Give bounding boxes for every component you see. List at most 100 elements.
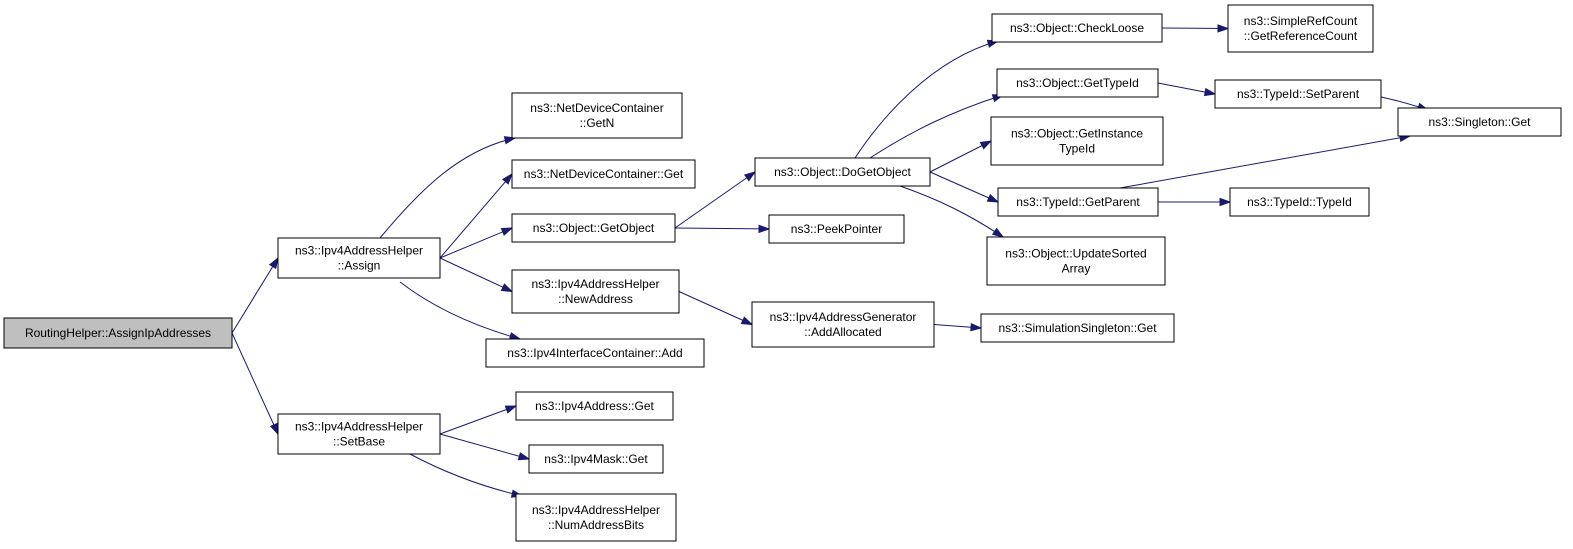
node-label: ns3::Object::GetTypeId [1016,76,1139,90]
graph-node[interactable]: ns3::NetDeviceContainer::Get [511,159,696,189]
graph-node[interactable]: ns3::Object::GetTypeId [996,68,1159,98]
arrow-head-icon [500,283,514,293]
node-label: ::AddAllocated [804,325,881,339]
node-label: ::SetBase [333,435,385,449]
graph-node[interactable]: RoutingHelper::AssignIpAddresses [3,317,233,349]
node-label: ::Assign [338,259,381,273]
node-box [991,13,1163,43]
node-label: ns3::Singleton::Get [1428,115,1531,129]
graph-edge [231,332,279,436]
graph-edge [674,224,771,234]
edge-line [399,281,521,340]
graph-node[interactable]: ns3::Ipv4AddressHelper::NewAddress [511,269,680,314]
graph-node[interactable]: ns3::NetDeviceContainer::GetN [511,92,683,139]
edge-line [899,185,1004,238]
node-box [528,444,664,474]
node-label: ns3::SimpleRefCount [1244,14,1358,28]
node-box [990,116,1164,166]
arrow-head-icon [991,227,1005,238]
graph-node[interactable]: ns3::Object::CheckLoose [991,13,1163,43]
arrow-head-icon [740,316,754,326]
arrow-head-icon [970,323,983,332]
node-label: RoutingHelper::AssignIpAddresses [25,326,211,340]
arrow-head-icon [1219,197,1232,207]
arrow-head-icon [1203,87,1217,97]
node-label: ns3::NetDeviceContainer [530,101,663,115]
node-box [1227,4,1374,53]
graph-edge [929,171,1000,203]
graph-node[interactable]: ns3::SimpleRefCount::GetReferenceCount [1227,4,1374,53]
graph-node[interactable]: ns3::PeekPointer [768,214,905,244]
node-box [485,338,705,368]
graph-node[interactable]: ns3::SimulationSingleton::Get [980,313,1175,343]
node-label: ns3::Object::GetObject [533,221,655,235]
node-label: ::GetReferenceCount [1244,29,1358,43]
node-box [277,237,441,279]
edge-line [231,332,279,435]
edge-line [929,140,992,173]
node-box [980,313,1175,343]
node-label: ::GetN [580,116,615,130]
edge-line [439,227,513,259]
node-label: ns3::SimulationSingleton::Get [998,321,1157,335]
edge-line [231,257,279,334]
edge-line [439,405,517,435]
node-box [986,236,1166,286]
arrow-head-icon [758,224,771,234]
node-box [277,413,441,455]
node-label: ::NewAddress [558,292,633,306]
node-label: ns3::Ipv4InterfaceContainer::Add [507,346,682,360]
graph-node[interactable]: ns3::Object::GetObject [511,213,676,243]
node-box [515,493,677,542]
edge-line [1119,135,1411,189]
graph-edge [231,256,279,334]
node-label: ns3::PeekPointer [791,222,882,236]
graph-node[interactable]: ns3::Ipv4AddressHelper::NumAddressBits [515,493,677,542]
node-box [511,92,683,139]
graph-node[interactable]: ns3::Ipv4Mask::Get [528,444,664,474]
arrow-head-icon [979,140,993,150]
node-label: ns3::Ipv4AddressHelper [295,244,423,258]
node-box [996,68,1159,98]
node-label: ns3::Object::DoGetObject [774,165,911,179]
graph-node[interactable]: ns3::Ipv4AddressHelper::SetBase [277,413,441,455]
edge-line [854,40,999,159]
graph-node[interactable]: ns3::TypeId::GetParent [997,187,1159,217]
arrow-head-icon [743,171,757,182]
edge-line [439,257,513,292]
arrow-head-icon [269,422,279,436]
node-label: ns3::Ipv4AddressHelper [295,420,423,434]
graph-node[interactable]: ns3::Ipv4AddressGenerator::AddAllocated [751,301,935,348]
node-label: ns3::Ipv4Mask::Get [544,452,648,466]
arrow-head-icon [986,193,1000,203]
node-box [515,391,674,421]
node-box [1214,79,1382,109]
node-box [511,213,676,243]
graph-edge [439,405,518,435]
node-box [751,301,935,348]
node-box [511,269,680,314]
graph-node[interactable]: ns3::Ipv4Address::Get [515,391,674,421]
arrow-head-icon [504,405,518,414]
edge-line [869,94,1004,159]
graph-node[interactable]: ns3::Ipv4InterfaceContainer::Add [485,338,705,368]
edge-line [678,291,753,325]
edge-line [379,137,516,239]
node-box [768,214,905,244]
edge-line [1161,27,1229,29]
graph-node[interactable]: ns3::Singleton::Get [1397,107,1562,137]
edge-line [409,453,523,497]
node-label: ns3::TypeId::GetParent [1016,195,1140,209]
graph-edge [933,323,983,332]
graph-node[interactable]: ns3::TypeId::SetParent [1214,79,1382,109]
graph-node[interactable]: ns3::Object::DoGetObject [754,157,931,187]
graph-node[interactable]: ns3::TypeId::TypeId [1229,187,1370,217]
graph-edge [439,257,514,293]
graph-edge [678,291,754,326]
graph-node[interactable]: ns3::Ipv4AddressHelper::Assign [277,237,441,279]
node-label: ns3::Ipv4Address::Get [535,399,654,413]
node-label: ns3::Ipv4AddressHelper [532,503,660,517]
